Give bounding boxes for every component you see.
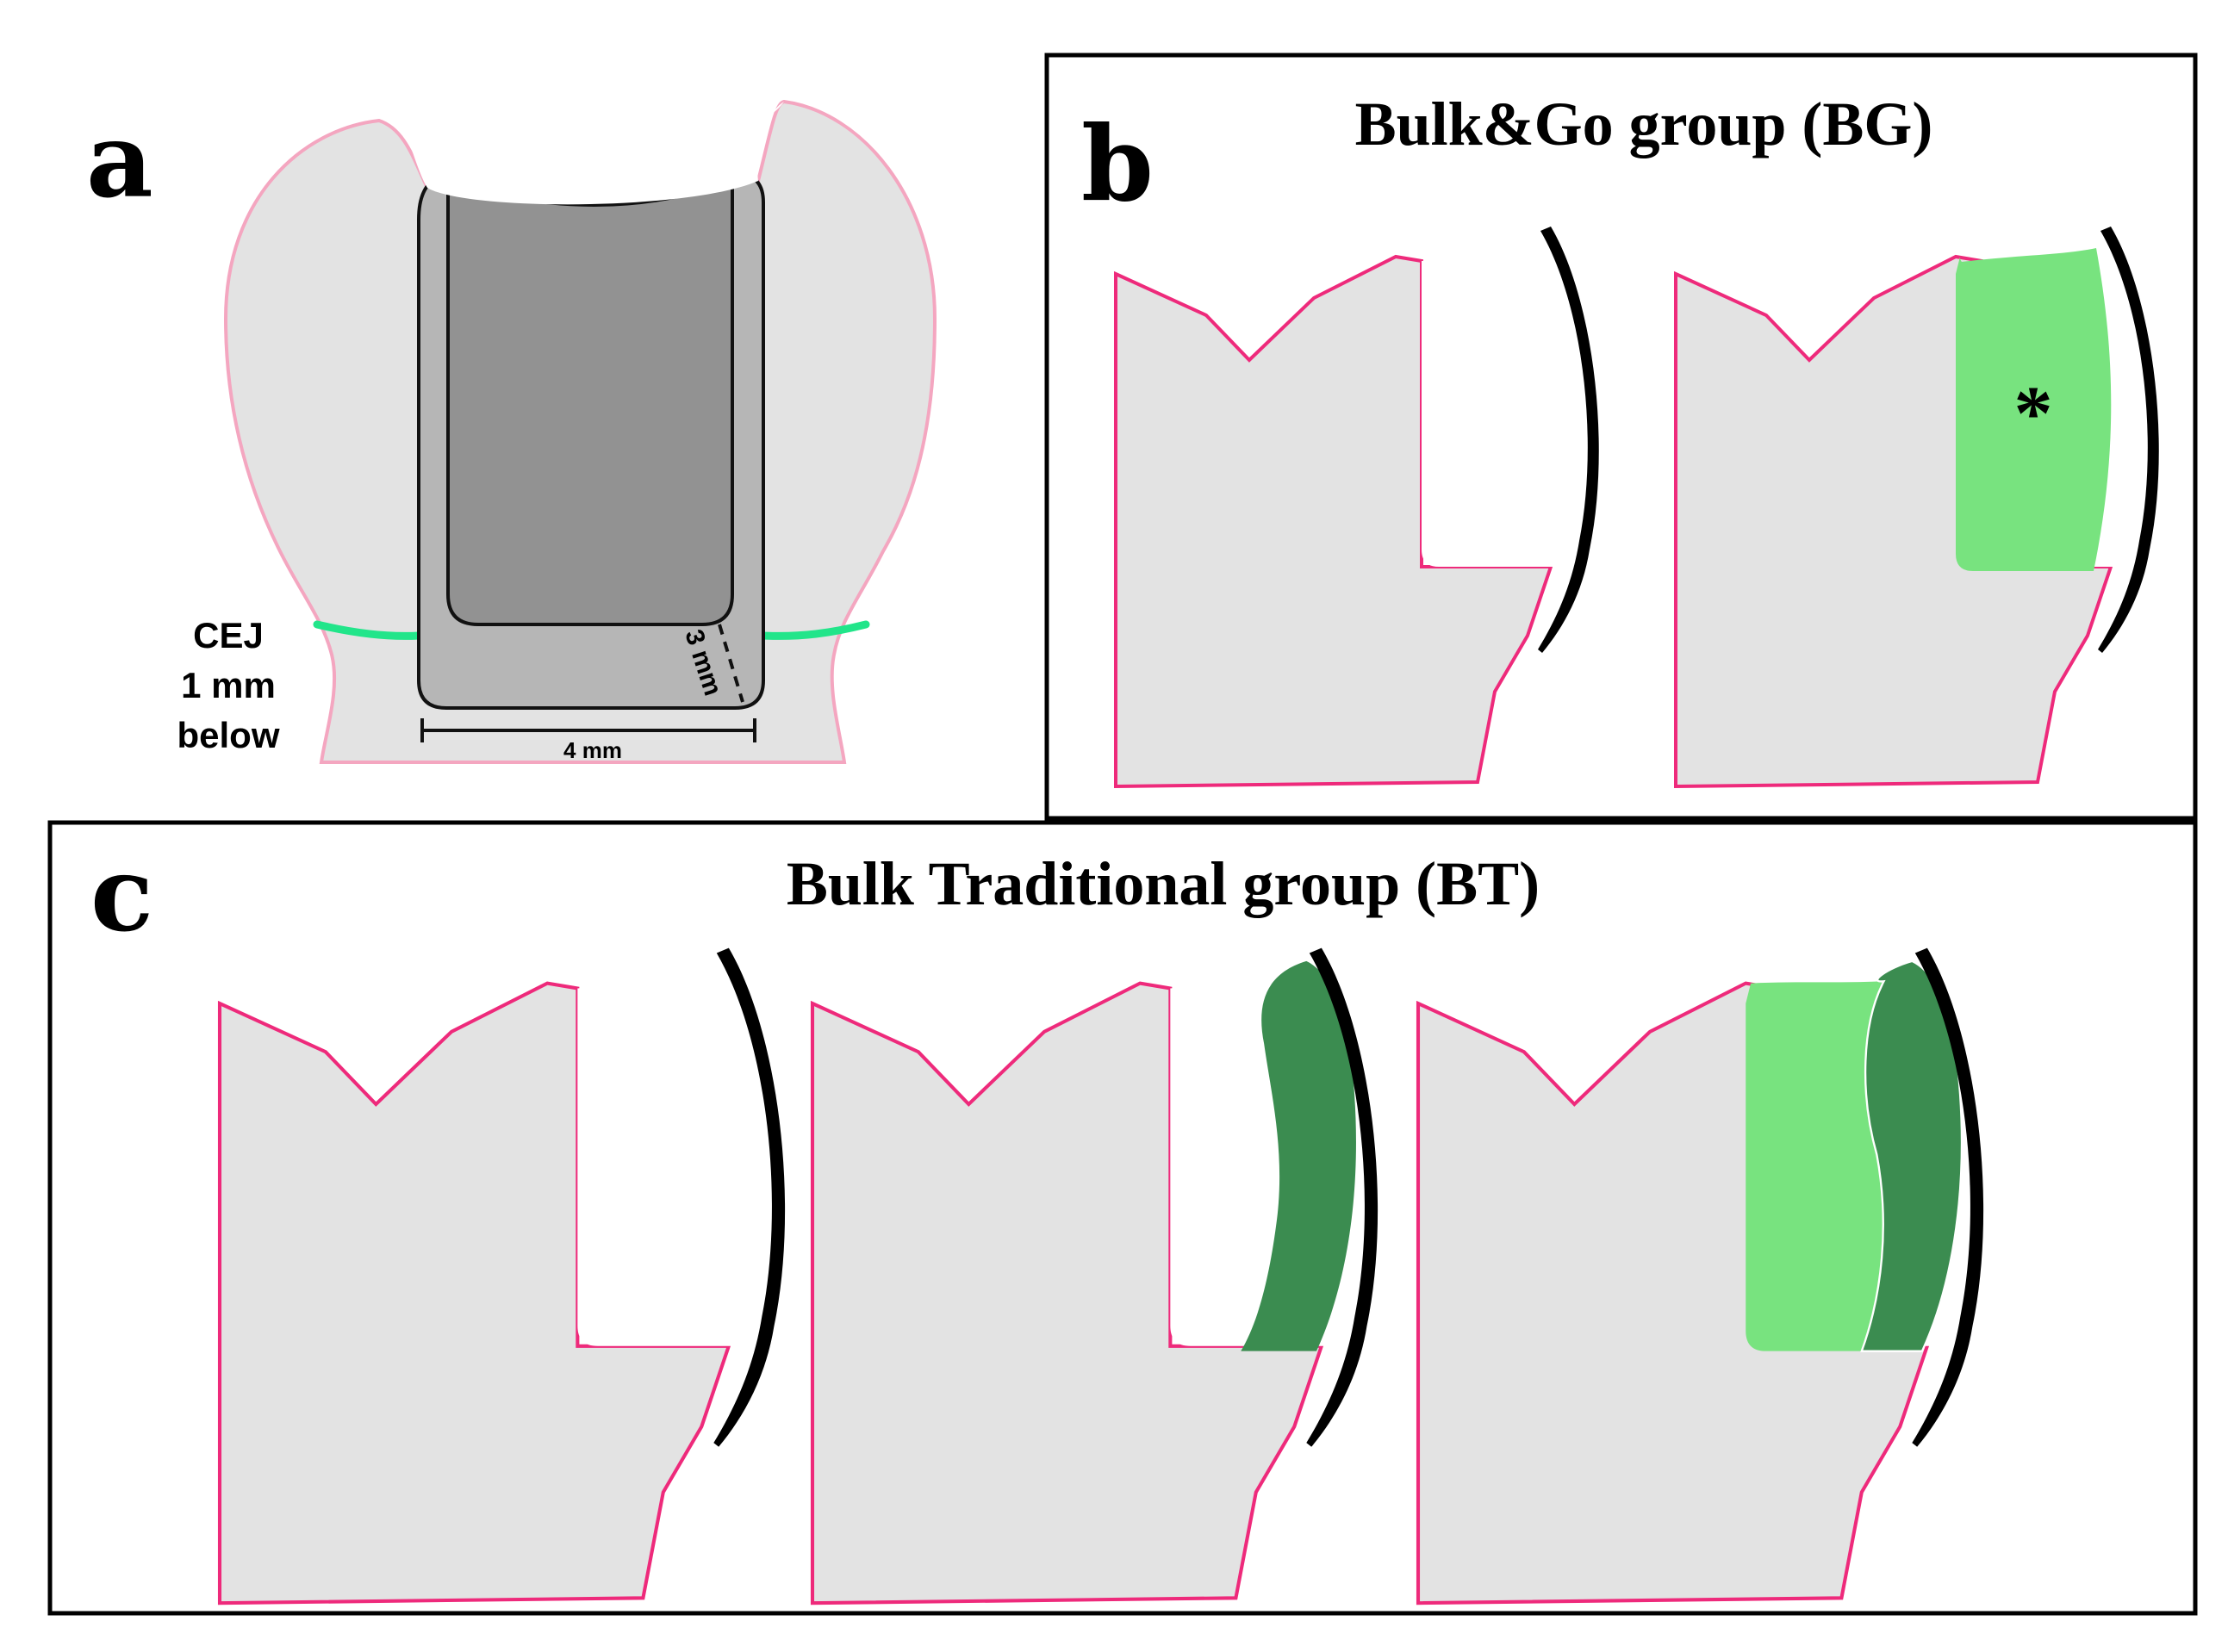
- panel-b: b Bulk&Go group (BG) *: [1044, 53, 2198, 821]
- depth-indicator-line: [718, 624, 744, 703]
- bt-flowable-layer: [1241, 960, 1356, 1351]
- cej-label-line-1: CEJ: [193, 615, 264, 655]
- panel-b-frame: [1044, 53, 2198, 821]
- cej-line-left: [313, 620, 423, 640]
- bt-step-2: [812, 947, 1378, 1604]
- cej-line-right: [759, 620, 870, 640]
- occlusal-concavity: [405, 102, 784, 205]
- panel-c: c Bulk Traditional group (BT): [47, 820, 2198, 1616]
- width-label: 4 mm: [563, 737, 622, 763]
- panel-a-letter: a: [86, 100, 153, 221]
- panel-a: a 3 mm 4 mm CEJ 1 mm below: [86, 99, 937, 764]
- bg-bulk-fill-increment: [1956, 248, 2112, 571]
- bg-asterisk-marker: *: [2014, 371, 2053, 456]
- panel-c-letter: c: [90, 834, 153, 955]
- cej-label-line-2: 1 mm: [181, 665, 276, 705]
- bg-step-2: [1674, 227, 2159, 788]
- bt-step-1: [220, 947, 786, 1604]
- bt-bulk-fill-increment: [1746, 981, 1884, 1351]
- panel-c-frame: [47, 820, 2198, 1616]
- panel-c-title: Bulk Traditional group (BT): [787, 849, 1540, 918]
- bt-step-3: [1418, 947, 1984, 1604]
- bg-step-1: [1114, 227, 1599, 788]
- panel-b-title: Bulk&Go group (BG): [1355, 90, 1933, 158]
- cavity-inner: [446, 178, 734, 626]
- panel-b-letter: b: [1081, 103, 1154, 225]
- cej-label-line-3: below: [177, 715, 279, 755]
